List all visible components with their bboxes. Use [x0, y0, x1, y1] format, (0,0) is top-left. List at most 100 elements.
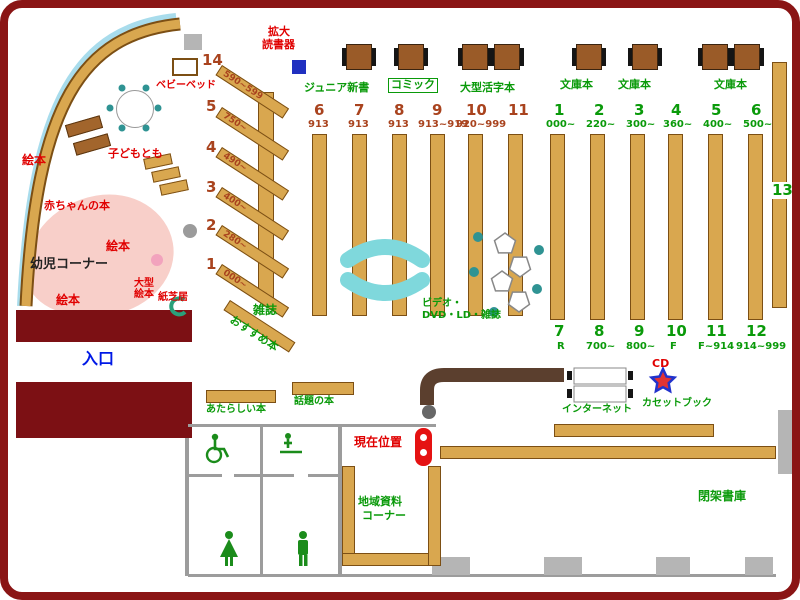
magnifier-label-2: 読書器 [262, 38, 295, 51]
bookshelf-column [508, 134, 523, 316]
current-position-label: 現在位置 [354, 435, 403, 449]
stack-number: 10 [466, 101, 487, 119]
reading-table [490, 44, 524, 70]
reading-table [342, 44, 376, 70]
local-corner-shelf [428, 466, 441, 566]
stack-number: 10 [666, 322, 687, 340]
wall [188, 474, 222, 477]
av-corner-label-1: ビデオ・ [422, 298, 462, 309]
bunko-label: 文庫本 [714, 78, 747, 91]
cd-star-icon [648, 366, 678, 394]
new-books-shelf [206, 390, 276, 403]
stack-number: 1 [554, 101, 565, 119]
bunko-label: 文庫本 [560, 78, 593, 91]
stack-number: 7 [354, 101, 365, 119]
wall [308, 474, 340, 477]
pillar [422, 405, 436, 419]
internet-label: インターネット [562, 404, 632, 415]
large-picture-books-label-1: 大型 [134, 278, 154, 289]
shelf-number: 5 [206, 97, 217, 115]
stack-number: 12 [746, 322, 767, 340]
baby-changing-icon [280, 433, 302, 454]
stack-number: 2 [594, 101, 605, 119]
closed-stacks-label: 閉架書庫 [698, 489, 747, 503]
wheelchair-icon [205, 433, 230, 464]
stack-range: 913~919 [418, 119, 469, 130]
wall [338, 424, 342, 576]
pillar [183, 224, 197, 238]
bookshelf-column [430, 134, 445, 316]
stack-range: 700~ [586, 341, 616, 352]
door-block [544, 557, 582, 575]
comic-label: コミック [388, 78, 438, 93]
stack-range: 913 [308, 119, 329, 130]
magnifier-label-1: 拡大 [268, 25, 290, 38]
stack-range: F~914 [698, 341, 735, 352]
reading-table [572, 44, 606, 70]
picture-books-label: 絵本 [106, 239, 131, 253]
wall-shelf-number: 13 [771, 181, 793, 200]
door-block [432, 557, 470, 575]
stack-number: 3 [634, 101, 645, 119]
stack-number: 6 [314, 101, 325, 119]
cassette-books-label: カセットブック [642, 398, 712, 409]
stack-range: 220~ [586, 119, 616, 130]
bunko-label: 文庫本 [618, 78, 651, 91]
shelf-number: 14 [202, 51, 223, 69]
stack-range: 000~ [546, 119, 576, 130]
bookshelf-column [312, 134, 327, 316]
stack-range: F [670, 341, 677, 352]
wall [188, 574, 776, 577]
door-block [745, 557, 773, 575]
shelf-number: 2 [206, 216, 217, 234]
kamishibai-label: 紙芝居 [158, 292, 188, 303]
local-corner-label-1: 地域資料 [358, 495, 402, 508]
magnifier-device [292, 60, 306, 74]
wall [234, 474, 294, 477]
internet-tables [567, 367, 633, 403]
wall-block [778, 410, 792, 474]
picture-books-label: 絵本 [22, 153, 47, 167]
stack-number: 6 [751, 101, 762, 119]
stack-number: 11 [706, 322, 727, 340]
infant-corner-label: 幼児コーナー [30, 257, 109, 272]
stack-range: 913 [388, 119, 409, 130]
stack-number: 11 [508, 101, 529, 119]
baby-bed-label: ベビーベッド [156, 80, 216, 91]
stack-range: R [557, 341, 565, 352]
av-corner-label-2: DVD・LD・雑誌 [422, 310, 502, 321]
picture-books-label: 絵本 [56, 293, 81, 307]
service-counter [420, 368, 564, 405]
bookshelf-column [668, 134, 683, 320]
reading-table [628, 44, 662, 70]
junior-shinsho-label: ジュニア新書 [304, 81, 370, 94]
stack-range: 800~ [626, 341, 656, 352]
stack-range: 400~ [703, 119, 733, 130]
large-picture-books-label-2: 絵本 [134, 289, 154, 300]
reading-table [730, 44, 764, 70]
local-corner-shelf [342, 466, 355, 566]
stack-number: 4 [671, 101, 682, 119]
shelf-number: 4 [206, 138, 217, 156]
reading-table [394, 44, 428, 70]
stack-range: 920~999 [456, 119, 507, 130]
stack-number: 5 [711, 101, 722, 119]
bookshelf-column [468, 134, 483, 316]
wall-block [184, 34, 202, 50]
door-block [656, 557, 690, 575]
stack-range: 360~ [663, 119, 693, 130]
wall [188, 424, 436, 427]
large-print-label: 大型活字本 [460, 81, 515, 94]
kids-step [159, 179, 189, 196]
stack-range: 914~999 [736, 341, 787, 352]
shelf-number: 3 [206, 178, 217, 196]
stack-number: 7 [554, 322, 565, 340]
entrance-label: 入口 [82, 349, 115, 368]
new-books-label: あたらしい本 [206, 404, 266, 415]
kids-table [72, 133, 112, 156]
cd-label: CD [652, 357, 670, 370]
baby-books-label: 赤ちゃんの本 [44, 199, 110, 212]
wall [185, 438, 189, 576]
man-symbol [298, 531, 308, 566]
